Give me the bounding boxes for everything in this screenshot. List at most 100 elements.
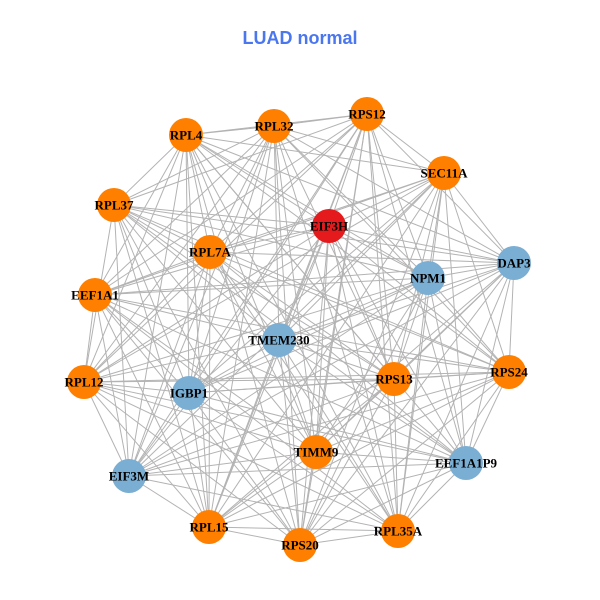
edge-EEF1A1-EEF1A1P9 <box>94 294 467 464</box>
edge-RPL37-RPL7A <box>113 204 211 253</box>
edge-RPL37-EIF3H <box>113 204 330 227</box>
edge-SEC11A-EEF1A1 <box>94 172 445 296</box>
edge-DAP3-RPS20 <box>299 262 515 546</box>
edge-EEF1A1-RPL35A <box>94 294 399 532</box>
node-label: RPS13 <box>375 372 413 387</box>
edge-RPL37-TIMM9 <box>113 204 317 453</box>
node-RPS13 <box>377 362 411 396</box>
node-RPL37 <box>97 188 131 222</box>
node-label: RPS20 <box>281 538 319 553</box>
edge-TIMM9-EEF1A1P9 <box>315 451 467 464</box>
edges <box>83 113 515 546</box>
edge-DAP3-RPS24 <box>508 262 515 373</box>
edge-RPL7A-RPS24 <box>209 251 510 373</box>
edge-EIF3H-DAP3 <box>328 225 515 264</box>
edge-RPL12-IGBP1 <box>83 381 190 394</box>
edge-RPL12-TIMM9 <box>83 381 317 453</box>
edge-RPL32-DAP3 <box>273 125 515 264</box>
edge-RPS13-RPL12 <box>83 378 395 383</box>
edge-RPL12-EIF3M <box>83 381 130 477</box>
node-label: EIF3M <box>109 469 149 484</box>
node-label: RPL32 <box>255 119 294 134</box>
chart-title: LUAD normal <box>242 28 358 48</box>
edge-EIF3H-RPS20 <box>299 225 330 546</box>
edge-RPL32-RPL15 <box>208 125 275 528</box>
node-label: EIF3H <box>310 219 348 234</box>
edge-RPS24-RPL15 <box>208 371 510 528</box>
edge-EEF1A1P9-RPS20 <box>299 462 467 546</box>
edge-DAP3-RPL15 <box>208 262 515 528</box>
node-RPL32 <box>257 109 291 143</box>
edge-RPS12-EIF3H <box>328 113 368 227</box>
edge-IGBP1-RPS20 <box>188 392 301 546</box>
edge-EEF1A1-RPS20 <box>94 294 301 546</box>
edge-TMEM230-TIMM9 <box>278 339 317 453</box>
edge-NPM1-EEF1A1 <box>94 277 429 296</box>
edge-RPL4-RPL7A <box>185 134 211 253</box>
edge-IGBP1-RPL15 <box>188 392 210 528</box>
edge-RPL32-RPL7A <box>209 125 275 253</box>
edge-IGBP1-EEF1A1P9 <box>188 392 467 464</box>
node-label: DAP3 <box>497 256 531 271</box>
edge-EIF3H-RPL15 <box>208 225 330 528</box>
edge-TMEM230-RPS20 <box>278 339 301 546</box>
node-label: RPL12 <box>65 375 104 390</box>
edge-RPS13-RPS20 <box>299 378 395 546</box>
edge-RPL7A-RPS13 <box>209 251 395 380</box>
node-label: SEC11A <box>421 166 469 181</box>
edge-TMEM230-EEF1A1P9 <box>278 339 467 464</box>
edge-NPM1-TMEM230 <box>278 277 429 341</box>
edge-IGBP1-RPL35A <box>188 392 399 532</box>
node-label: RPL37 <box>95 198 135 213</box>
node-RPL35A <box>381 514 415 548</box>
edge-EEF1A1-TMEM230 <box>94 294 280 341</box>
edge-RPL7A-RPL35A <box>209 251 399 532</box>
edge-IGBP1-EIF3M <box>128 392 190 477</box>
edge-RPL32-RPS24 <box>273 125 510 373</box>
edge-RPL32-RPL35A <box>273 125 399 532</box>
edge-TIMM9-EIF3M <box>128 451 317 477</box>
node-RPS24 <box>492 355 526 389</box>
edge-EIF3H-TIMM9 <box>315 225 330 453</box>
edge-EIF3H-RPS24 <box>328 225 510 373</box>
edge-NPM1-EEF1A1P9 <box>427 277 467 464</box>
edge-RPL7A-IGBP1 <box>188 251 211 394</box>
node-RPS20 <box>283 528 317 562</box>
edge-DAP3-EEF1A1 <box>94 262 515 296</box>
edge-RPL7A-RPL12 <box>83 251 211 383</box>
node-EIF3M <box>112 459 146 493</box>
edge-SEC11A-RPS20 <box>299 172 445 546</box>
node-label: EEF1A1P9 <box>435 456 498 471</box>
edge-RPS12-RPL35A <box>366 113 399 532</box>
edge-RPL12-RPL35A <box>83 381 399 532</box>
edge-RPL37-RPS24 <box>113 204 510 373</box>
edge-TIMM9-RPL15 <box>208 451 317 528</box>
edge-RPL7A-TMEM230 <box>209 251 280 341</box>
edge-NPM1-RPL35A <box>397 277 429 532</box>
edge-RPS12-RPS13 <box>366 113 395 380</box>
edge-SEC11A-EEF1A1P9 <box>443 172 467 464</box>
edge-RPS13-TIMM9 <box>315 378 395 453</box>
edge-EIF3H-RPL7A <box>209 225 330 253</box>
edge-RPL4-NPM1 <box>185 134 429 279</box>
edge-RPL12-RPL15 <box>83 381 210 528</box>
edge-RPL7A-RPL15 <box>208 251 211 528</box>
edge-DAP3-IGBP1 <box>188 262 515 394</box>
node-label: RPL35A <box>374 524 423 539</box>
edge-SEC11A-RPS24 <box>443 172 510 373</box>
edge-NPM1-RPS24 <box>427 277 510 373</box>
edge-RPS24-EIF3M <box>128 371 510 477</box>
edge-EEF1A1P9-RPL15 <box>208 462 467 528</box>
node-RPL12 <box>67 365 101 399</box>
node-RPL7A <box>193 235 227 269</box>
edge-DAP3-EEF1A1P9 <box>465 262 515 464</box>
edge-TMEM230-IGBP1 <box>188 339 280 394</box>
node-EIF3H <box>312 209 346 243</box>
node-DAP3 <box>497 246 531 280</box>
edge-EEF1A1-RPS24 <box>94 294 510 373</box>
node-RPL4 <box>169 118 203 152</box>
edge-EIF3H-RPS13 <box>328 225 395 380</box>
edge-EEF1A1-IGBP1 <box>94 294 190 394</box>
node-label: RPS12 <box>348 107 386 122</box>
